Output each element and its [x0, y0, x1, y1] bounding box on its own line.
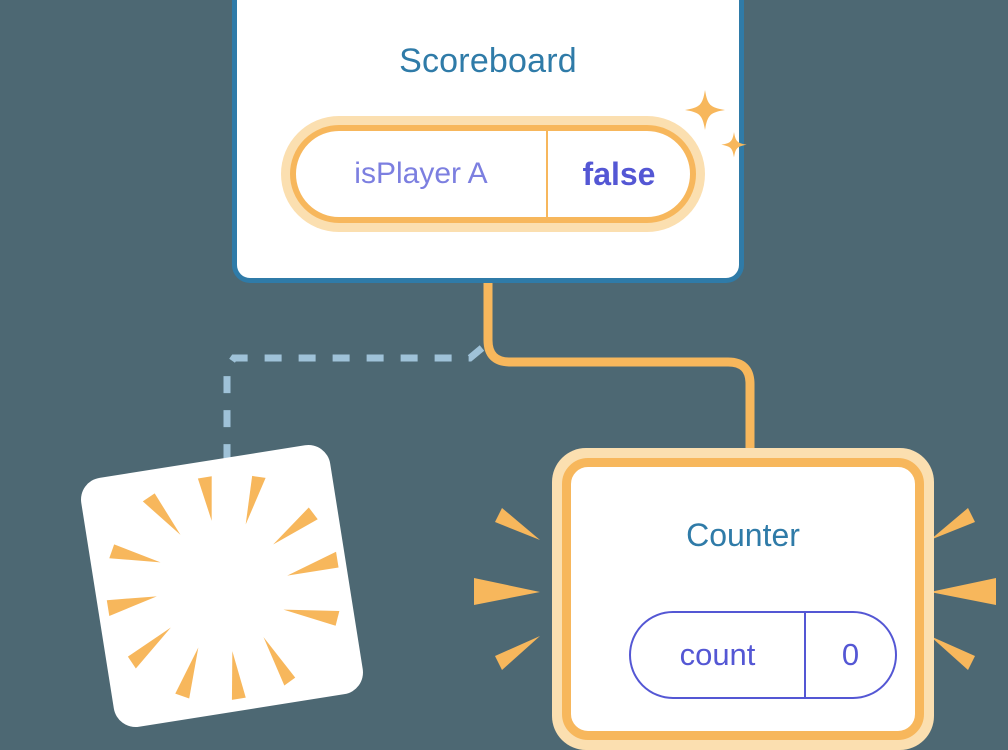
- counter-prop-value: 0: [841, 637, 860, 672]
- scoreboard-prop-value: false: [582, 155, 656, 192]
- sparkle-icon: [685, 90, 725, 130]
- connector-solid-to-counter: [483, 283, 755, 470]
- connector-dashed-to-blank-card: [223, 345, 485, 482]
- sparkle-icon: [721, 132, 747, 158]
- counter-prop-key: count: [631, 613, 806, 697]
- scoreboard-title: Scoreboard: [399, 42, 577, 80]
- scoreboard-prop-pill[interactable]: isPlayer A false: [290, 125, 696, 223]
- counter-title: Counter: [686, 517, 800, 553]
- counter-prop-pill[interactable]: count 0: [629, 611, 897, 699]
- burst-icon: [106, 475, 340, 700]
- blank-card[interactable]: [77, 441, 367, 731]
- scoreboard-card[interactable]: Scoreboard isPlayer A false: [232, 0, 747, 283]
- scoreboard-prop-pill-glow: isPlayer A false: [281, 116, 705, 232]
- counter-card-wrapper: Counter count 0: [552, 448, 934, 750]
- counter-card[interactable]: Counter count 0: [562, 458, 924, 740]
- scoreboard-prop-key: isPlayer A: [296, 131, 548, 217]
